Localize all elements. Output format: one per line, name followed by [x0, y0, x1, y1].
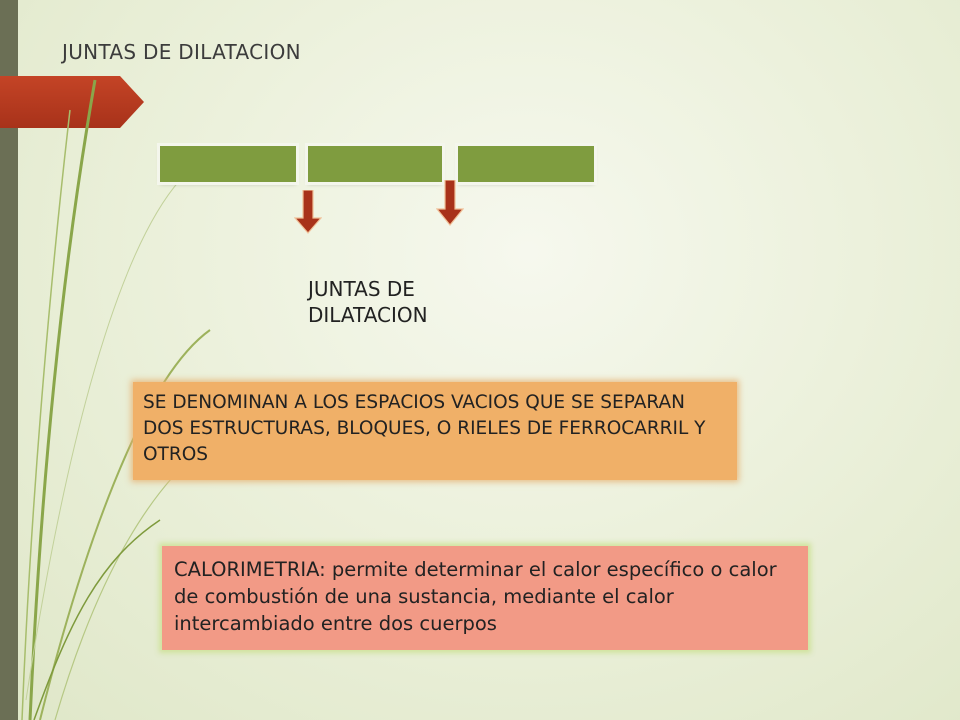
accent-tab	[0, 76, 144, 128]
structure-block-2	[308, 146, 442, 182]
structure-block-3	[458, 146, 594, 182]
calorimetry-box: CALORIMETRIA: permite determinar el calo…	[162, 546, 808, 650]
side-bar	[0, 0, 18, 720]
slide-title: JUNTAS DE DILATACION	[62, 40, 301, 64]
arrow-down-icon	[294, 190, 322, 234]
definition-box: SE DENOMINAN A LOS ESPACIOS VACIOS QUE S…	[133, 382, 737, 480]
arrow-down-icon	[436, 180, 464, 226]
joint-label: JUNTAS DE DILATACION	[308, 277, 428, 327]
structure-block-1	[160, 146, 296, 182]
